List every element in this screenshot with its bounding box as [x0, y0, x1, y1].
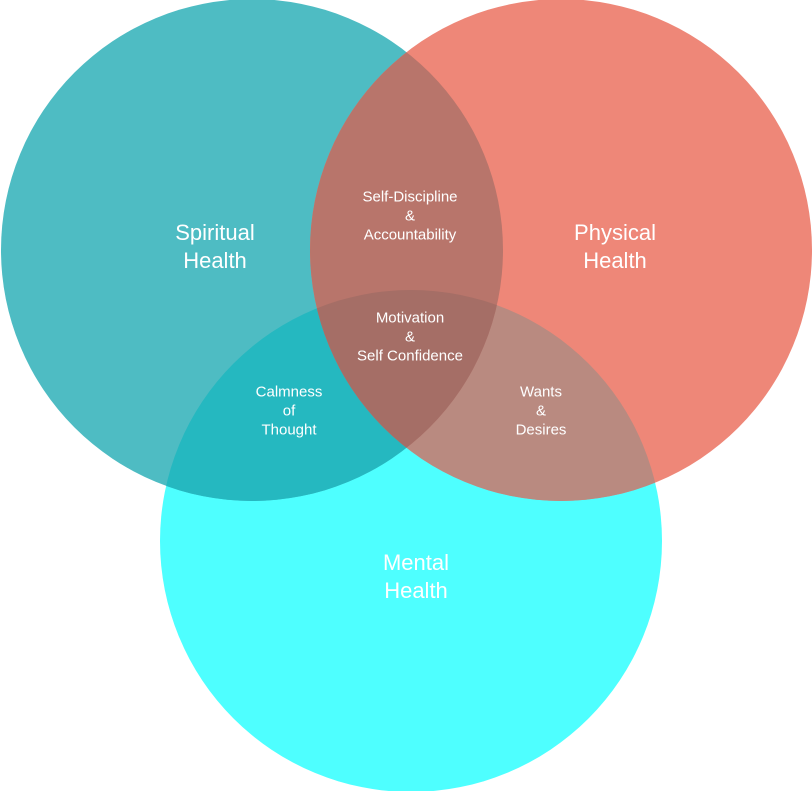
wants-desires-label: Wants & Desires: [516, 383, 567, 440]
motivation-line2: &: [404, 328, 415, 346]
mental-health-label: Mental Health: [383, 549, 449, 605]
motivation-label: Motivation & Self Confidence: [357, 309, 463, 366]
calmness-label: Calmness of Thought: [256, 383, 323, 440]
mental-label-line2: Health: [384, 578, 448, 603]
calmness-line1: Calmness: [255, 383, 323, 401]
self-discipline-label: Self-Discipline & Accountability: [362, 188, 457, 245]
motivation-line3: Self Confidence: [357, 347, 463, 365]
motivation-line1: Motivation: [375, 309, 445, 327]
spiritual-label-line2: Health: [183, 248, 247, 273]
physical-label-line2: Health: [583, 248, 647, 273]
wants-line1: Wants: [520, 383, 562, 401]
mental-label-line1: Mental: [382, 550, 450, 575]
self-discipline-line2: &: [404, 207, 416, 225]
self-discipline-line1: Self-Discipline: [362, 188, 458, 206]
wants-line2: &: [535, 402, 547, 420]
physical-label-line1: Physical: [574, 220, 656, 245]
physical-health-label: Physical Health: [574, 219, 656, 275]
calmness-line2: of: [282, 402, 296, 420]
wants-line3: Desires: [515, 421, 567, 439]
self-discipline-line3: Accountability: [363, 226, 457, 244]
spiritual-label-line1: Spiritual: [175, 220, 255, 245]
physical-mental-overlap: [310, 290, 662, 501]
spiritual-health-label: Spiritual Health: [175, 219, 254, 275]
spiritual-mental-overlap: [160, 290, 503, 501]
calmness-line3: Thought: [261, 421, 317, 439]
